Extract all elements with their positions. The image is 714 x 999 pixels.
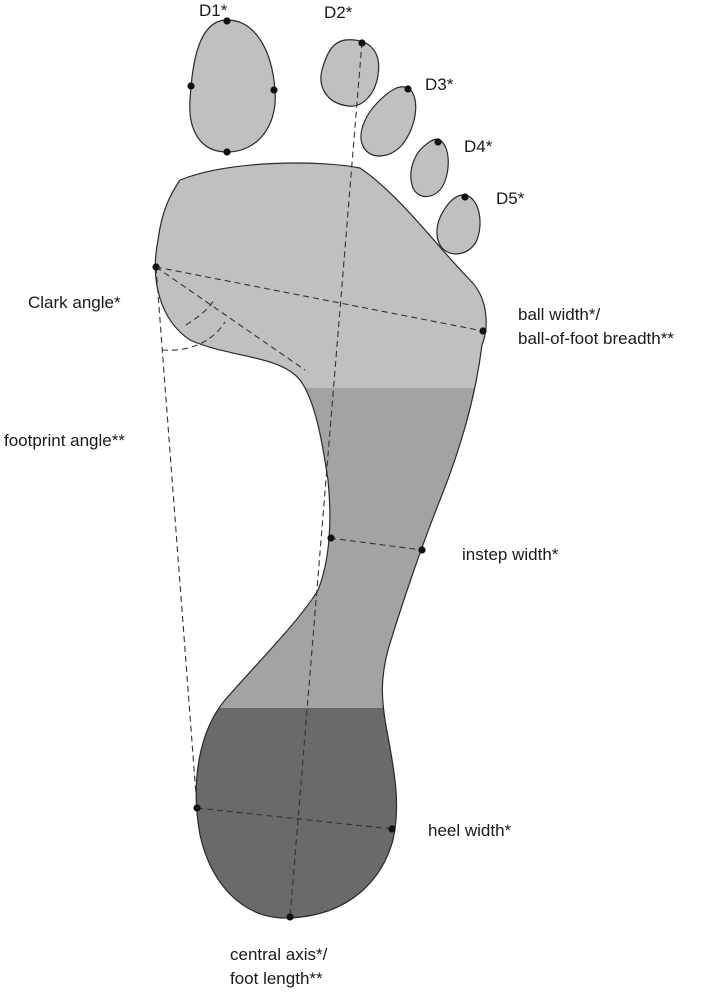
heel-medial-point xyxy=(193,804,201,812)
lateral-ball-point xyxy=(479,327,487,335)
label-central-axis-line1: central axis*/ xyxy=(230,945,328,964)
label-d2: D2* xyxy=(324,3,353,22)
heel-bottom-point xyxy=(286,913,294,921)
rearfoot-zone xyxy=(155,708,487,919)
label-d4: D4* xyxy=(464,137,493,156)
d5-tip-point xyxy=(461,193,469,201)
heel-lateral-point xyxy=(388,825,396,833)
footprint-angle-line xyxy=(155,266,198,809)
d1-left-point xyxy=(187,82,195,90)
d3-tip-point xyxy=(404,85,412,93)
toe-d3 xyxy=(360,86,417,157)
instep-width-line xyxy=(329,537,423,551)
instep-lateral-point xyxy=(418,546,426,554)
d4-tip-point xyxy=(434,138,442,146)
forefoot-zone xyxy=(155,163,487,388)
clark-angle-line xyxy=(155,266,306,371)
d2-tip-point xyxy=(358,39,366,47)
clark-angle-arc xyxy=(185,297,216,326)
toe-d1 xyxy=(189,19,276,153)
d1-top-point xyxy=(223,17,231,25)
label-heel-width: heel width* xyxy=(428,821,512,840)
heel-width-line xyxy=(196,807,393,830)
label-d5: D5* xyxy=(496,189,525,208)
d1-bottom-point xyxy=(223,148,231,156)
label-footprint-angle: footprint angle** xyxy=(4,431,125,450)
label-ball-width-line2: ball-of-foot breadth** xyxy=(518,329,674,348)
toe-d4 xyxy=(410,138,449,198)
foot-body xyxy=(155,163,487,919)
toe-d5 xyxy=(436,194,481,255)
label-d3: D3* xyxy=(425,75,454,94)
toe-d2 xyxy=(320,39,380,107)
label-instep-width: instep width* xyxy=(462,545,559,564)
d1-right-point xyxy=(270,86,278,94)
label-clark-angle: Clark angle* xyxy=(28,293,121,312)
footprint-angle-arc xyxy=(161,321,226,351)
ball-width-line xyxy=(155,266,484,332)
label-d1: D1* xyxy=(199,1,228,20)
foot-outline xyxy=(154,162,487,919)
medial-ball-point xyxy=(152,263,160,271)
label-ball-width-line1: ball width*/ xyxy=(518,305,601,324)
label-central-axis-line2: foot length** xyxy=(230,969,323,988)
measurement-points xyxy=(152,17,487,921)
instep-medial-point xyxy=(327,534,335,542)
central-axis-line xyxy=(289,41,363,918)
